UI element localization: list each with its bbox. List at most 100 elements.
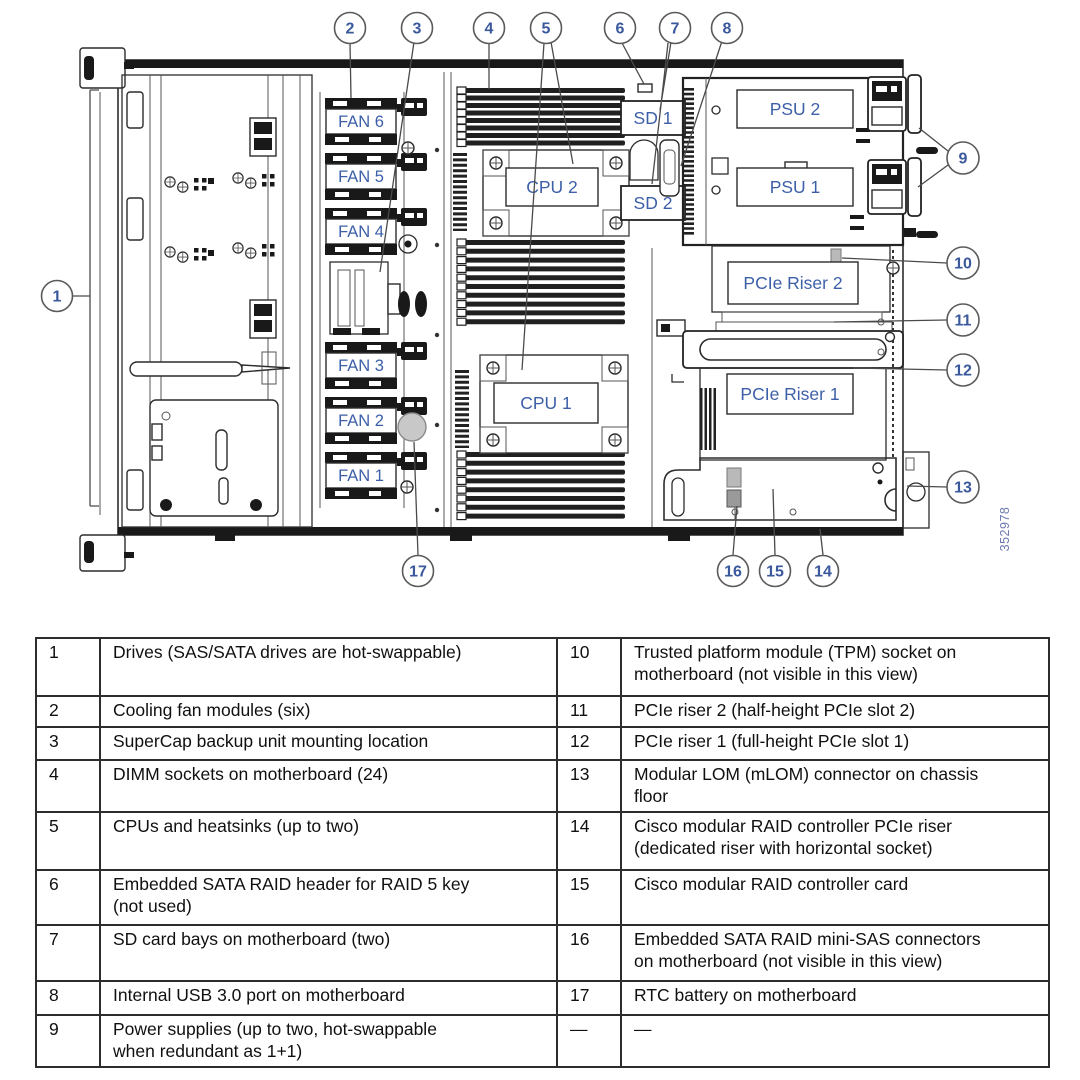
sd2-label: SD 2 bbox=[634, 193, 673, 213]
item-desc: Modular LOM (mLOM) connector on chassis … bbox=[620, 759, 1050, 813]
fan-module-3: FAN 3 bbox=[324, 341, 428, 390]
item-number: 3 bbox=[35, 726, 101, 761]
item-desc: SuperCap backup unit mounting location bbox=[99, 726, 558, 761]
svg-text:9: 9 bbox=[959, 151, 968, 168]
callout-7: 7 bbox=[658, 11, 692, 45]
item-desc: — bbox=[620, 1014, 1050, 1068]
pcie-riser2-label: PCIe Riser 2 bbox=[743, 273, 842, 293]
svg-text:11: 11 bbox=[955, 313, 972, 330]
item-desc: Drives (SAS/SATA drives are hot-swappabl… bbox=[99, 637, 558, 697]
callout-4: 4 bbox=[472, 11, 506, 45]
svg-text:2: 2 bbox=[346, 21, 355, 38]
item-number: 14 bbox=[556, 811, 622, 871]
front-left-bottom-ear bbox=[79, 534, 134, 572]
psu1-label: PSU 1 bbox=[770, 177, 821, 197]
dimm-bank-middle bbox=[456, 238, 626, 326]
item-desc: SD card bays on motherboard (two) bbox=[99, 924, 558, 982]
front-left-top-ear bbox=[79, 47, 134, 89]
item-number: 6 bbox=[35, 869, 101, 926]
item-desc: Cooling fan modules (six) bbox=[99, 695, 558, 728]
psu2-handle bbox=[867, 74, 922, 134]
svg-text:16: 16 bbox=[724, 564, 742, 581]
svg-text:15: 15 bbox=[766, 564, 784, 581]
sd1-label: SD 1 bbox=[634, 108, 673, 128]
item-number: 12 bbox=[556, 726, 622, 761]
figure-id-number: 352978 bbox=[998, 507, 1012, 552]
svg-text:5: 5 bbox=[542, 21, 551, 38]
item-desc: Trusted platform module (TPM) socket on … bbox=[620, 637, 1050, 697]
callout-6: 6 bbox=[603, 11, 637, 45]
psu-section: PSU 2 PSU 1 bbox=[681, 74, 938, 247]
item-desc: CPUs and heatsinks (up to two) bbox=[99, 811, 558, 871]
svg-text:1: 1 bbox=[53, 289, 62, 306]
item-number: 9 bbox=[35, 1014, 101, 1068]
callout-17: 17 bbox=[401, 554, 435, 588]
right-rail bbox=[877, 250, 930, 529]
pcie-riser1-label: PCIe Riser 1 bbox=[740, 384, 839, 404]
item-desc: DIMM sockets on motherboard (24) bbox=[99, 759, 558, 813]
item-number: 16 bbox=[556, 924, 622, 982]
svg-text:17: 17 bbox=[409, 564, 427, 581]
item-number: 15 bbox=[556, 869, 622, 926]
svg-text:7: 7 bbox=[671, 21, 680, 38]
fan6-label: FAN 6 bbox=[338, 113, 384, 131]
item-number: 4 bbox=[35, 759, 101, 813]
table-row: 2 Cooling fan modules (six) 11 PCIe rise… bbox=[35, 695, 1050, 728]
drive-bay-section bbox=[121, 74, 313, 528]
svg-text:13: 13 bbox=[954, 480, 972, 497]
rtc-battery bbox=[397, 412, 427, 442]
item-number: — bbox=[556, 1014, 622, 1068]
svg-text:3: 3 bbox=[413, 21, 422, 38]
item-desc: RTC battery on motherboard bbox=[620, 980, 1050, 1016]
fan-module-6: FAN 6 bbox=[324, 97, 428, 146]
item-desc: Cisco modular RAID controller PCIe riser… bbox=[620, 811, 1050, 871]
table-row: 9 Power supplies (up to two, hot-swappab… bbox=[35, 1014, 1050, 1068]
fan3-label: FAN 3 bbox=[338, 357, 384, 375]
dimm-bank-bottom bbox=[456, 450, 626, 521]
item-number: 8 bbox=[35, 980, 101, 1016]
item-desc: Embedded SATA RAID header for RAID 5 key… bbox=[99, 869, 558, 926]
callout-10: 10 bbox=[946, 246, 980, 280]
fan-module-1: FAN 1 bbox=[324, 451, 428, 500]
item-number: 17 bbox=[556, 980, 622, 1016]
fan-module-2: FAN 2 bbox=[324, 396, 428, 445]
fan2-label: FAN 2 bbox=[338, 412, 384, 430]
callout-3: 3 bbox=[400, 11, 434, 45]
item-number: 11 bbox=[556, 695, 622, 728]
supercap-mounting-bracket bbox=[329, 261, 401, 335]
psu2-label: PSU 2 bbox=[770, 99, 821, 119]
item-desc: Power supplies (up to two, hot-swappable… bbox=[99, 1014, 558, 1068]
callout-12: 12 bbox=[946, 353, 980, 387]
cpu1-label: CPU 1 bbox=[520, 393, 572, 413]
item-number: 2 bbox=[35, 695, 101, 728]
callout-5: 5 bbox=[529, 11, 563, 45]
table-row: 4 DIMM sockets on motherboard (24) 13 Mo… bbox=[35, 759, 1050, 813]
fan1-label: FAN 1 bbox=[338, 467, 384, 485]
fan4-label: FAN 4 bbox=[338, 223, 384, 241]
motherboard-edge bbox=[398, 72, 653, 527]
table-row: 6 Embedded SATA RAID header for RAID 5 k… bbox=[35, 869, 1050, 926]
callout-8: 8 bbox=[710, 11, 744, 45]
fan-module-4: FAN 4 bbox=[324, 207, 428, 256]
table-row: 1 Drives (SAS/SATA drives are hot-swappa… bbox=[35, 637, 1050, 697]
cpu2-heatsink: CPU 2 bbox=[482, 149, 630, 237]
item-desc: Internal USB 3.0 port on motherboard bbox=[99, 980, 558, 1016]
chassis-top-view-diagram: FAN 6 FAN 5 FAN 4 FAN 3 FAN 2 FAN bbox=[40, 11, 1012, 588]
callout-9: 9 bbox=[946, 141, 980, 175]
item-number: 1 bbox=[35, 637, 101, 697]
callout-15: 15 bbox=[758, 554, 792, 588]
callout-16: 16 bbox=[716, 554, 750, 588]
item-number: 7 bbox=[35, 924, 101, 982]
svg-text:6: 6 bbox=[616, 21, 625, 38]
item-number: 5 bbox=[35, 811, 101, 871]
item-desc: PCIe riser 2 (half-height PCIe slot 2) bbox=[620, 695, 1050, 728]
svg-text:4: 4 bbox=[485, 21, 494, 38]
item-desc: PCIe riser 1 (full-height PCIe slot 1) bbox=[620, 726, 1050, 761]
front-panel-board bbox=[149, 399, 279, 517]
pcie-riser2-area: PCIe Riser 2 bbox=[656, 245, 893, 337]
item-number: 10 bbox=[556, 637, 622, 697]
table-row: 3 SuperCap backup unit mounting location… bbox=[35, 726, 1050, 761]
callout-13: 13 bbox=[946, 470, 980, 504]
fan-module-5: FAN 5 bbox=[324, 152, 428, 201]
